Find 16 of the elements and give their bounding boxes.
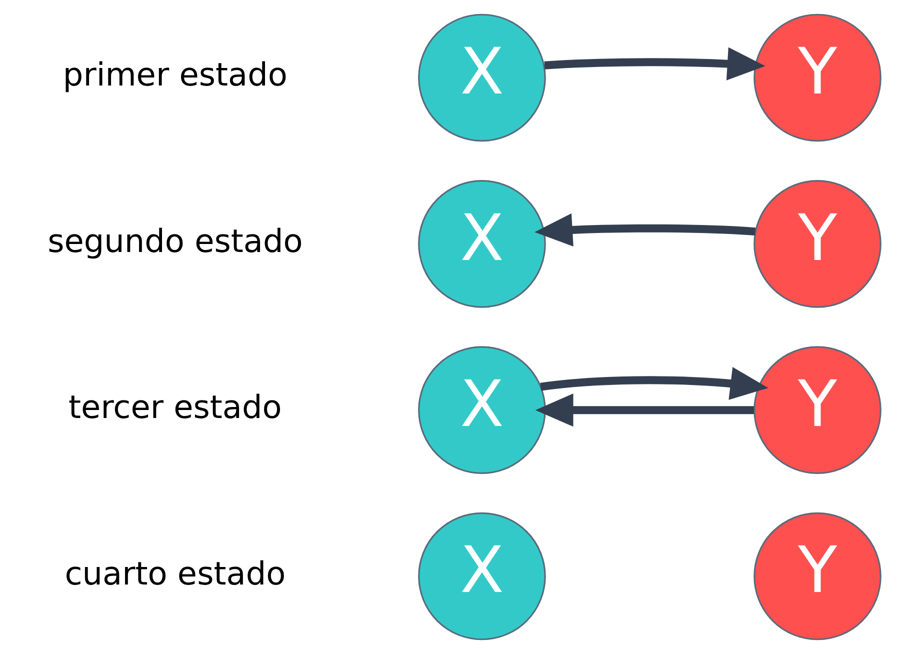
label: segundo estado <box>48 222 303 260</box>
label: tercer estado <box>68 388 282 426</box>
node-circle: Y <box>754 512 882 640</box>
arrow <box>534 213 756 246</box>
arrow <box>535 394 754 427</box>
node-circle: X <box>418 346 546 474</box>
node-circle: X <box>418 512 546 640</box>
node-circle: Y <box>754 14 882 142</box>
node-circle: X <box>418 180 546 308</box>
label: primer estado <box>62 56 288 94</box>
arrow <box>540 366 768 400</box>
node-circle: Y <box>754 346 882 474</box>
arrow <box>544 47 766 80</box>
node-circle: Y <box>754 180 882 308</box>
node-circle: X <box>418 14 546 142</box>
label: cuarto estado <box>64 554 286 592</box>
